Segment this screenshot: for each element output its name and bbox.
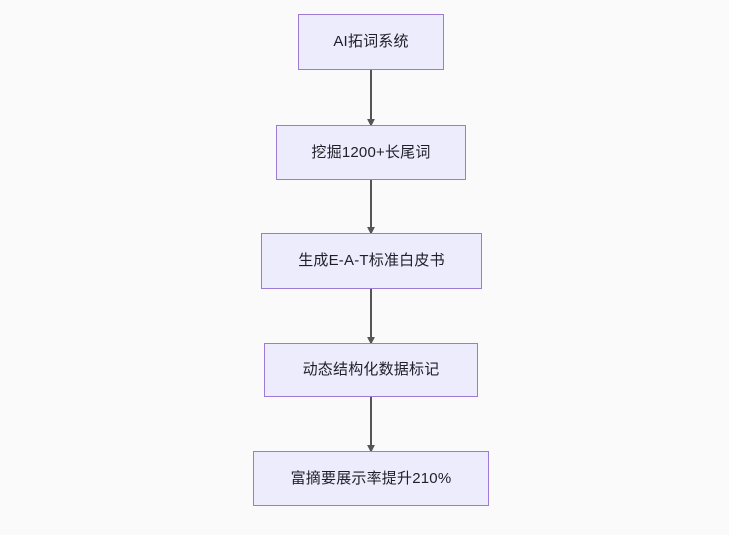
- flow-node-structured-data-markup[interactable]: 动态结构化数据标记: [264, 343, 478, 397]
- flow-node-rich-snippet-result[interactable]: 富摘要展示率提升210%: [253, 451, 489, 506]
- flow-node-label: AI拓词系统: [333, 33, 409, 50]
- flow-node-longtail-keywords[interactable]: 挖掘1200+长尾词: [276, 125, 466, 180]
- flow-node-label: 富摘要展示率提升210%: [290, 469, 452, 487]
- flow-node-label: 动态结构化数据标记: [302, 361, 440, 378]
- flow-node-eat-whitepaper[interactable]: 生成E-A-T标准白皮书: [261, 233, 482, 289]
- flow-node-label: 挖掘1200+长尾词: [311, 143, 431, 161]
- flow-node-ai-keyword-system[interactable]: AI拓词系统: [298, 14, 444, 70]
- flow-node-label: 生成E-A-T标准白皮书: [298, 252, 445, 269]
